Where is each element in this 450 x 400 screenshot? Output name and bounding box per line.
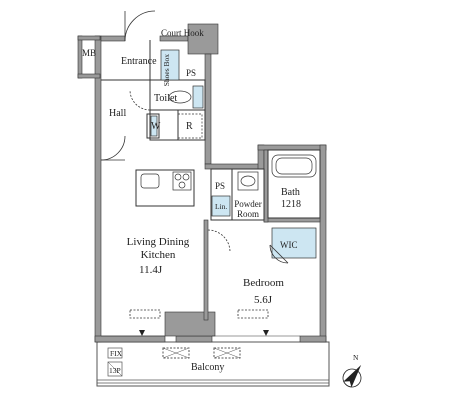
r-label: R bbox=[186, 121, 193, 132]
fix-13p-label: 13P bbox=[109, 366, 121, 375]
balcony-label: Balcony bbox=[191, 362, 225, 373]
ldk-size-label: 11.4J bbox=[139, 264, 163, 276]
hall-label: Hall bbox=[109, 108, 127, 119]
bedroom-label: Bedroom bbox=[243, 277, 284, 289]
doors bbox=[100, 10, 300, 337]
fix-label: FIX bbox=[110, 349, 123, 358]
court-hook-label: Court Hook bbox=[161, 28, 204, 38]
fixtures bbox=[140, 49, 317, 259]
w-label: W bbox=[151, 121, 161, 132]
lin-label: Lin. bbox=[215, 202, 228, 211]
north-label: N bbox=[353, 353, 359, 362]
mb-label: MB bbox=[82, 48, 97, 58]
ldk-label: Living Dining Kitchen bbox=[126, 236, 190, 261]
toilet-label: Toilet bbox=[154, 93, 178, 104]
bath-label: Bath bbox=[281, 187, 300, 198]
bath-size-label: 1218 bbox=[281, 199, 301, 210]
powder-room-label: Powder Room bbox=[234, 199, 262, 219]
walls bbox=[77, 23, 327, 343]
entrance-label: Entrance bbox=[121, 56, 157, 67]
compass-icon bbox=[342, 364, 362, 388]
balcony-area bbox=[96, 341, 330, 387]
shoes-box-label: Shoes Box bbox=[162, 54, 171, 87]
bedroom-size-label: 5.6J bbox=[254, 294, 273, 306]
ps-mid-label: PS bbox=[215, 181, 226, 191]
ps-top-label: PS bbox=[186, 68, 197, 78]
window-markers bbox=[139, 330, 269, 336]
wic-label: WIC bbox=[280, 240, 298, 250]
